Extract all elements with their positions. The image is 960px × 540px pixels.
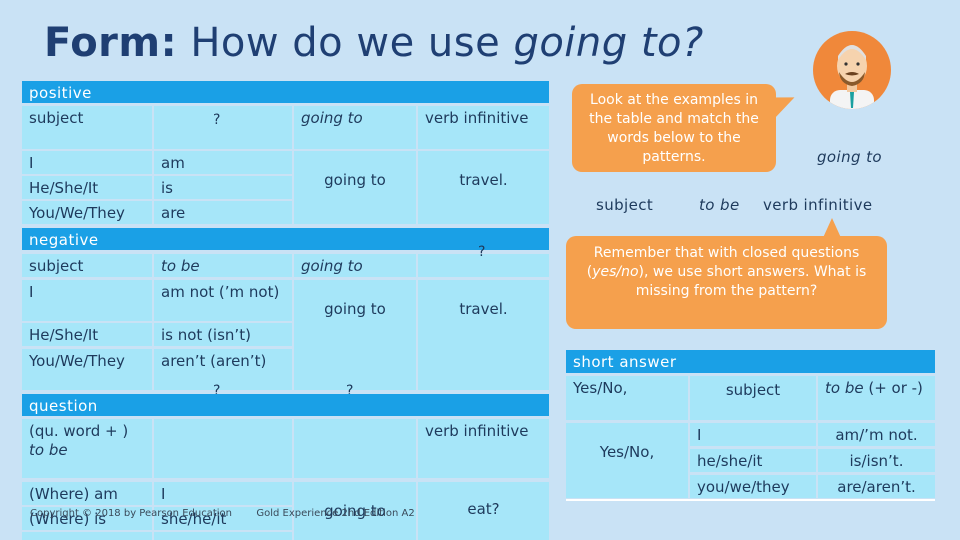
reminder-text-italic: yes/no: [592, 264, 639, 280]
negative-col-to-be: to be: [154, 254, 292, 277]
negative-going-to-text: going to: [324, 300, 386, 318]
positive-header: positive: [22, 81, 549, 103]
positive-col-verb: verb infinitive: [418, 106, 549, 149]
positive-question-mark: ?: [213, 112, 221, 128]
negative-col-going-to: going to: [294, 254, 416, 277]
short-answer-subject-1: I: [690, 423, 816, 446]
footer-course: Gold Experience 2nd Edition A2: [256, 508, 415, 519]
question-verb-text: eat?: [467, 500, 500, 518]
reminder-bubble-tail: [822, 218, 842, 240]
negative-subject-1: I: [22, 280, 152, 321]
short-answer-col-yes-no: Yes/No,: [566, 376, 688, 420]
short-answer-col-subject-text: subject: [725, 381, 781, 399]
short-answer-col-to-be: to be (+ or -): [818, 376, 935, 420]
negative-going-to: going to: [294, 280, 416, 390]
short-answer-be-1-text: am/’m not.: [835, 426, 918, 444]
question-row-3-a: [22, 532, 152, 540]
negative-question-mark: ?: [478, 244, 486, 260]
footer-copyright: Copyright © 2018 by Pearson Education: [30, 508, 232, 519]
positive-col-subject: subject: [22, 106, 152, 149]
word-subject[interactable]: subject: [596, 196, 654, 214]
positive-verb-text: travel.: [459, 171, 508, 189]
positive-subject-3: You/We/They: [22, 201, 152, 224]
positive-be-3: are: [154, 201, 292, 224]
question-subject-2: (Where) is: [22, 507, 152, 530]
short-answer-header: short answer: [566, 350, 935, 373]
question-col-verb: verb infinitive: [418, 419, 549, 478]
positive-be-2: is: [154, 176, 292, 199]
teacher-avatar: [812, 30, 892, 110]
short-answer-col-to-be-rest: (+ or -): [863, 379, 923, 397]
short-answer-col-subject: subject: [690, 376, 816, 420]
short-answer-be-1: am/’m not.: [818, 423, 935, 446]
title-italic: going to?: [513, 20, 704, 66]
short-answer-be-3: are/aren’t.: [818, 475, 935, 498]
question-mark-2: ?: [346, 383, 354, 399]
short-answer-subject-2: he/she/it: [690, 449, 816, 472]
question-header: question: [22, 394, 549, 416]
question-verb: eat?: [418, 482, 549, 540]
question-be-1: I: [154, 482, 292, 505]
negative-col-subject: subject: [22, 254, 152, 277]
positive-subject-1: I: [22, 151, 152, 174]
positive-going-to-text: going to: [324, 171, 386, 189]
instruction-text: Look at the examples in the table and ma…: [589, 92, 759, 165]
short-answer-subject-3: you/we/they: [690, 475, 816, 498]
question-col-subject: (qu. word + ) to be: [22, 419, 152, 478]
question-be-2: she/he/it: [154, 507, 292, 530]
negative-verb-text: travel.: [459, 300, 508, 318]
negative-verb: travel.: [418, 280, 549, 390]
negative-be-2: is not (isn’t): [154, 323, 292, 346]
question-col-3: [294, 419, 416, 478]
negative-be-3: aren’t (aren’t): [154, 349, 292, 390]
word-verb-infinitive[interactable]: verb infinitive: [763, 196, 873, 214]
short-answer-col-to-be-italic: to be: [825, 379, 864, 397]
negative-col-missing: [418, 254, 549, 277]
question-col-2: [154, 419, 292, 478]
reminder-text-b: ), we use short answers. What is missing…: [635, 264, 867, 299]
negative-be-1: am not (’m not): [154, 280, 292, 321]
reminder-bubble: Remember that with closed questions (yes…: [566, 236, 887, 329]
short-answer-bottom-border: [566, 499, 935, 501]
question-mark-1: ?: [213, 383, 221, 399]
negative-subject-3: You/We/They: [22, 349, 152, 390]
negative-header: negative: [22, 228, 549, 250]
footer: Copyright © 2018 by Pearson Education Go…: [30, 508, 415, 519]
title-bold: Form:: [44, 20, 178, 66]
positive-col-going-to: going to: [294, 106, 416, 149]
question-subject-1: (Where) am: [22, 482, 152, 505]
short-answer-be-2: is/isn’t.: [818, 449, 935, 472]
question-row-3-b: [154, 532, 292, 540]
positive-subject-2: He/She/It: [22, 176, 152, 199]
question-going-to: going to: [294, 482, 416, 540]
positive-be-1: am: [154, 151, 292, 174]
short-answer-be-2-text: is/isn’t.: [849, 452, 904, 470]
positive-col-missing: [154, 106, 292, 149]
question-going-to-text: going to: [324, 502, 386, 520]
word-to-be[interactable]: to be: [699, 196, 740, 214]
short-answer-be-3-text: are/aren’t.: [837, 478, 916, 496]
short-answer-yes-no-text: Yes/No,: [599, 443, 655, 461]
question-col-to-be: to be: [29, 441, 68, 459]
question-col-qu-word: (qu. word + ): [29, 422, 129, 440]
instruction-bubble: Look at the examples in the table and ma…: [572, 84, 776, 172]
word-going-to[interactable]: going to: [817, 148, 882, 166]
positive-going-to: going to: [294, 151, 416, 224]
reminder-text-a: Remember that with closed questions (: [586, 245, 860, 280]
negative-subject-2: He/She/It: [22, 323, 152, 346]
title-plain: How do we use: [190, 20, 514, 66]
positive-verb: travel.: [418, 151, 549, 224]
short-answer-yes-no: Yes/No,: [566, 423, 688, 498]
page-title: Form: How do we use going to?: [44, 20, 704, 66]
